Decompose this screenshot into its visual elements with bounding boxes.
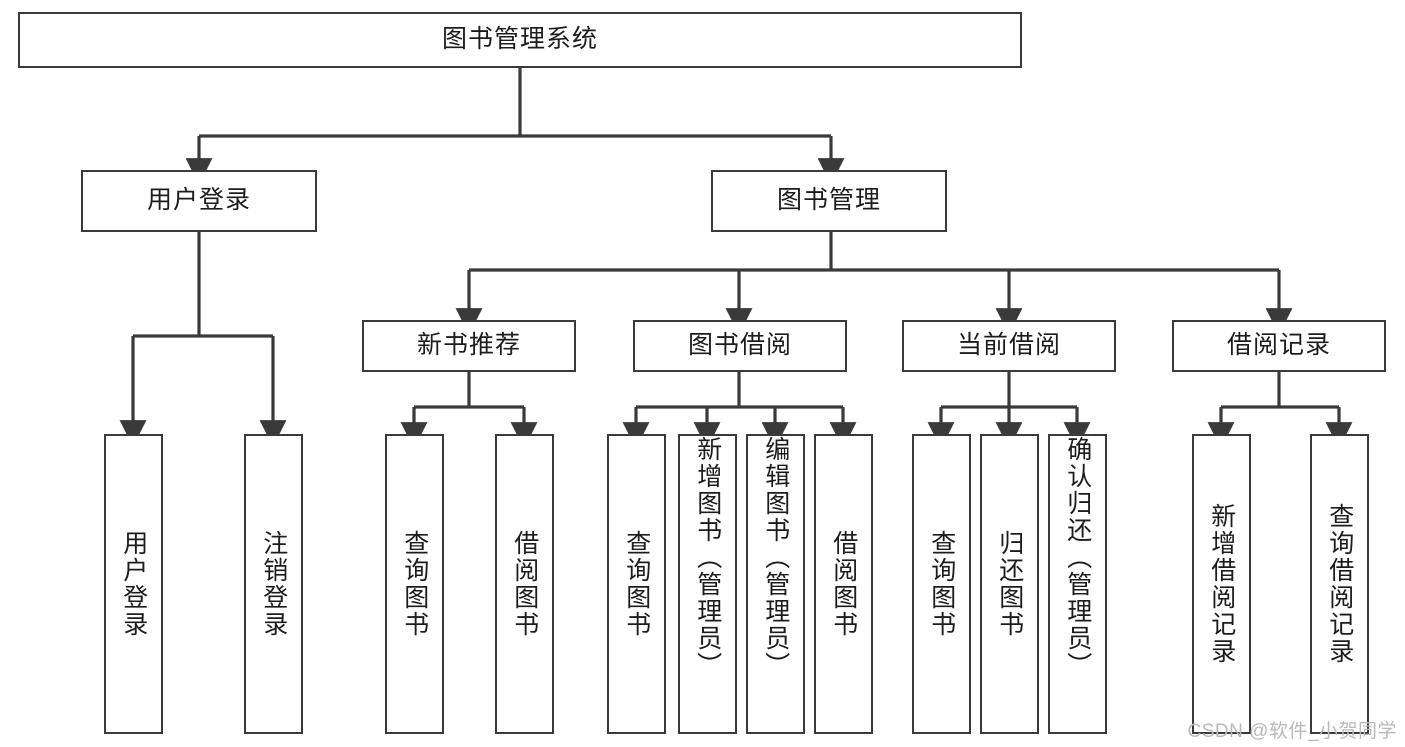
leaf-current-borrow-return-book[interactable]: 归还图书 — [980, 434, 1039, 734]
node-label: 注销登录 — [259, 530, 288, 638]
node-label: 用户登录 — [146, 186, 251, 215]
node-label: 新增图书（管理员） — [693, 436, 722, 679]
node-label: 用户登录 — [119, 530, 148, 638]
node-label: 借阅记录 — [1226, 331, 1331, 360]
leaf-book-borrow-edit-book-admin[interactable]: 编辑图书（管理员） — [746, 434, 805, 734]
leaf-borrow-record-add-record[interactable]: 新增借阅记录 — [1192, 434, 1251, 734]
node-label: 图书管理系统 — [441, 25, 598, 54]
node-label: 查询图书 — [927, 530, 956, 638]
leaf-book-borrow-borrow-book[interactable]: 借阅图书 — [814, 434, 873, 734]
leaf-current-borrow-query-book[interactable]: 查询图书 — [912, 434, 971, 734]
node-label: 借阅图书 — [510, 530, 539, 638]
leaf-borrow-record-query-record[interactable]: 查询借阅记录 — [1310, 434, 1369, 734]
leaf-user-login-login[interactable]: 用户登录 — [104, 434, 163, 734]
node-label: 查询图书 — [400, 530, 429, 638]
node-current-borrow[interactable]: 当前借阅 — [902, 320, 1116, 372]
node-new-book-recommend[interactable]: 新书推荐 — [362, 320, 576, 372]
node-label: 当前借阅 — [956, 331, 1061, 360]
node-label: 借阅图书 — [829, 530, 858, 638]
node-label: 归还图书 — [995, 530, 1024, 638]
node-label: 新增借阅记录 — [1207, 503, 1236, 665]
node-label: 图书借阅 — [687, 331, 792, 360]
node-label: 新书推荐 — [416, 331, 521, 360]
node-borrow-record[interactable]: 借阅记录 — [1172, 320, 1386, 372]
leaf-book-borrow-query-book[interactable]: 查询图书 — [607, 434, 666, 734]
leaf-current-borrow-confirm-return-admin[interactable]: 确认归还（管理员） — [1048, 434, 1107, 734]
node-label: 确认归还（管理员） — [1063, 436, 1092, 679]
leaf-new-book-borrow-book[interactable]: 借阅图书 — [495, 434, 554, 734]
node-label: 编辑图书（管理员） — [761, 436, 790, 679]
node-root-book-management-system[interactable]: 图书管理系统 — [18, 12, 1022, 68]
node-label: 图书管理 — [776, 186, 881, 215]
node-label: 查询图书 — [622, 530, 651, 638]
node-book-management[interactable]: 图书管理 — [711, 170, 947, 232]
watermark: CSDN @软件_小贺同学 — [1187, 721, 1397, 742]
leaf-book-borrow-add-book-admin[interactable]: 新增图书（管理员） — [678, 434, 737, 734]
leaf-user-login-logout[interactable]: 注销登录 — [244, 434, 303, 734]
node-label: 查询借阅记录 — [1325, 503, 1354, 665]
node-user-login[interactable]: 用户登录 — [81, 170, 317, 232]
leaf-new-book-query-book[interactable]: 查询图书 — [385, 434, 444, 734]
node-book-borrow[interactable]: 图书借阅 — [633, 320, 847, 372]
